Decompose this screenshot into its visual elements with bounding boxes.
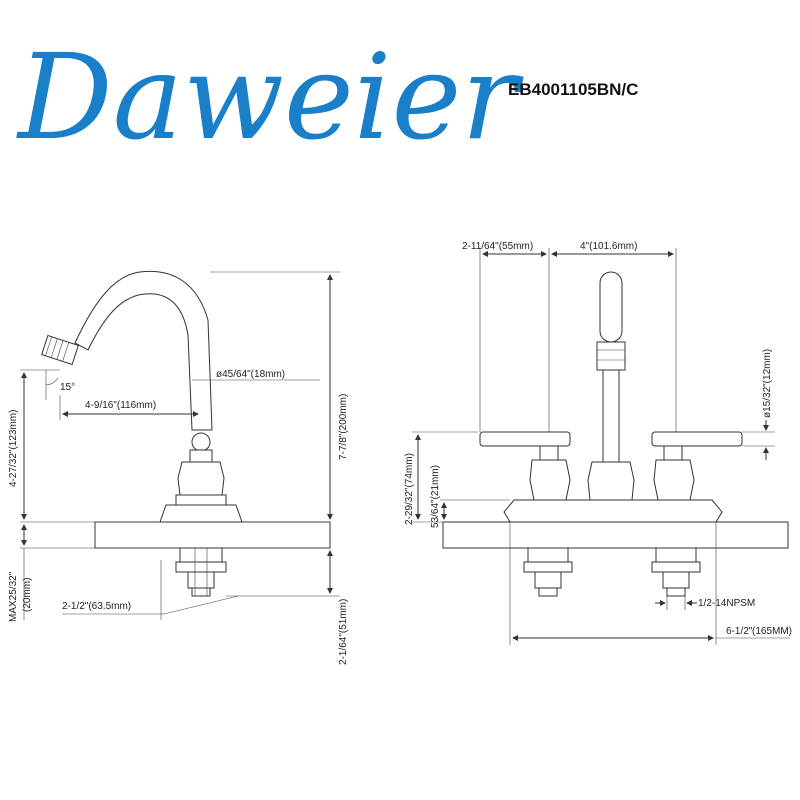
- dim-shank-offset: 2-1/2"(63.5mm): [62, 601, 131, 612]
- spout-gooseneck: [74, 270, 213, 431]
- dim-handle-height: 2-29/32"(74mm): [404, 453, 415, 525]
- dim-base-height: 53/64"(21mm): [430, 465, 441, 528]
- dim-center-spread: 4"(101.6mm): [580, 241, 637, 252]
- shank-left: [523, 547, 573, 597]
- left-handle: [479, 431, 571, 447]
- dim-shank-length: 2-1/64"(51mm): [338, 599, 349, 665]
- dim-spout-height: 4-27/32"(123mm): [8, 410, 19, 487]
- base-plate: [503, 499, 723, 523]
- deck-slab-left: [94, 521, 331, 549]
- dim-base-width: 6-1/2": [726, 626, 753, 637]
- dim-base-width-mm: (165MM): [752, 626, 792, 637]
- center-spout: [599, 271, 623, 343]
- shank-right: [651, 547, 701, 597]
- dim-max-deck-mm: (20mm): [22, 578, 33, 612]
- front-view: 2-11/64"(55mm) 4"(101.6mm) ø15/32"(12mm)…: [404, 241, 792, 645]
- aerator-front: [596, 341, 626, 371]
- dim-spout-diameter: ø45/64"(18mm): [216, 369, 285, 380]
- dim-spout-reach: 4-9/16"(116mm): [85, 400, 156, 411]
- dim-aerator-diameter: ø15/32"(12mm): [762, 349, 773, 418]
- aerator-side: [41, 334, 79, 366]
- dim-thread: 1/2-14NPSM: [698, 598, 755, 609]
- dim-max-deck: MAX25/32": [8, 571, 19, 622]
- dim-handle-reach: 2-11/64"(55mm): [462, 241, 533, 252]
- dim-angle: 15°: [60, 382, 75, 393]
- model-number: EB4001105BN/C: [508, 80, 638, 99]
- dim-total-height: 7-7/8"(200mm): [338, 394, 349, 460]
- side-view: 7-7/8"(200mm) 2-1/64"(51mm) 4-27/32"(123…: [8, 270, 349, 665]
- deck-slab-right: [442, 521, 789, 549]
- brand-logo: Daweier: [16, 28, 524, 166]
- right-handle: [651, 431, 743, 447]
